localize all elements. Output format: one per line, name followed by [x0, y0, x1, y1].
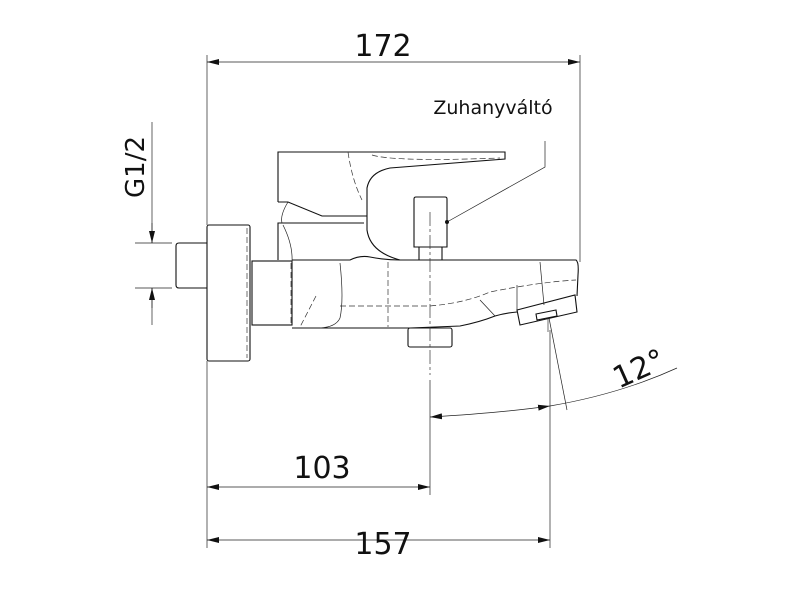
- dimension-157: 157: [207, 527, 550, 562]
- diverter-callout: Zuhanyváltó: [433, 97, 553, 224]
- dimension-g12-label: G1/2: [121, 136, 151, 198]
- dimension-172-label: 172: [354, 29, 411, 64]
- faucet-outline: [175, 151, 579, 375]
- dimension-angle: 12°: [429, 317, 678, 420]
- extension-lines: [135, 55, 581, 548]
- dimension-103-label: 103: [293, 451, 350, 486]
- dimension-g12: G1/2: [121, 122, 155, 325]
- dimension-angle-label: 12°: [608, 343, 671, 397]
- diverter-label: Zuhanyváltó: [433, 97, 552, 119]
- dimension-103: 103: [207, 451, 430, 490]
- dimension-172: 172: [207, 29, 580, 65]
- dimension-157-label: 157: [354, 527, 411, 562]
